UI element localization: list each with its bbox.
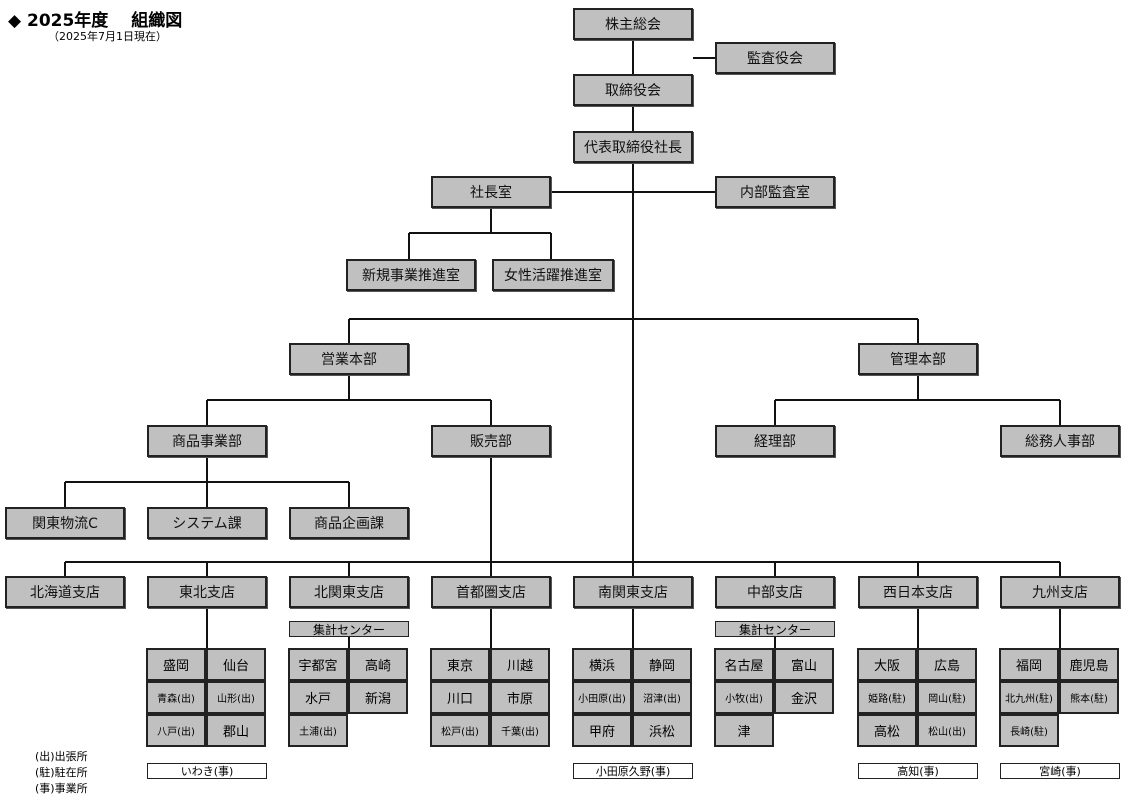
sales-office: 東京: [430, 648, 490, 681]
business-site-note: 高知(事): [858, 763, 978, 779]
logistics-center: 関東物流C: [5, 507, 125, 539]
shareholders-meeting: 株主総会: [573, 8, 693, 40]
new-business-office: 新規事業推進室: [346, 259, 476, 291]
sales-office: 津: [714, 714, 774, 747]
sales-office: 長崎(駐): [999, 714, 1059, 747]
branch-office: 西日本支店: [858, 576, 978, 608]
internal-audit: 内部監査室: [715, 176, 835, 208]
president: 代表取締役社長: [573, 131, 693, 163]
page-title: ◆ 2025年度 組織図: [8, 11, 183, 31]
sales-office: 大阪: [857, 648, 917, 681]
sales-office: 沼津(出): [632, 681, 692, 714]
sales-office: 小牧(出): [714, 681, 774, 714]
sales-office: 静岡: [632, 648, 692, 681]
sales-office: 鹿児島: [1059, 648, 1119, 681]
sales-office: 名古屋: [714, 648, 774, 681]
president-office: 社長室: [431, 176, 551, 208]
sales-office: 盛岡: [146, 648, 206, 681]
hr-division: 総務人事部: [1000, 425, 1120, 457]
tally-center: 集計センター: [715, 621, 835, 637]
sales-office: 市原: [490, 681, 550, 714]
branch-office: 東北支店: [147, 576, 267, 608]
sales-office: 甲府: [572, 714, 632, 747]
sales-office: 北九州(駐): [999, 681, 1059, 714]
audit-board: 監査役会: [715, 42, 835, 74]
sales-office: 姫路(駐): [857, 681, 917, 714]
sales-office: 高崎: [348, 648, 408, 681]
sales-office: 富山: [774, 648, 834, 681]
planning-section: 商品企画課: [289, 507, 409, 539]
branch-office: 北海道支店: [5, 576, 125, 608]
sales-office: 金沢: [774, 681, 834, 714]
sales-office: 土浦(出): [288, 714, 348, 747]
sales-office: 郡山: [206, 714, 266, 747]
as-of-date: （2025年7月1日現在）: [48, 30, 167, 43]
sales-office: 山形(出): [206, 681, 266, 714]
sales-office: 青森(出): [146, 681, 206, 714]
sales-office: 広島: [917, 648, 977, 681]
sales-office: 浜松: [632, 714, 692, 747]
tally-center: 集計センター: [289, 621, 409, 637]
admin-hq: 管理本部: [858, 343, 978, 375]
accounting-division: 経理部: [715, 425, 835, 457]
sales-office: 川越: [490, 648, 550, 681]
sales-office: 熊本(駐): [1059, 681, 1119, 714]
sales-office: 岡山(駐): [917, 681, 977, 714]
branch-office: 九州支店: [1000, 576, 1120, 608]
legend-item: (駐)駐在所: [35, 766, 88, 779]
business-site-note: いわき(事): [147, 763, 267, 779]
sales-office: 松山(出): [917, 714, 977, 747]
sales-office: 高松: [857, 714, 917, 747]
sales-hq: 営業本部: [289, 343, 409, 375]
sales-office: 千葉(出): [490, 714, 550, 747]
sales-office: 宇都宮: [288, 648, 348, 681]
branch-office: 中部支店: [715, 576, 835, 608]
business-site-note: 宮崎(事): [1000, 763, 1120, 779]
sales-division: 販売部: [431, 425, 551, 457]
women-promotion-office: 女性活躍推進室: [492, 259, 614, 291]
legend-item: (出)出張所: [35, 750, 88, 763]
sales-office: 福岡: [999, 648, 1059, 681]
sales-office: 小田原(出): [572, 681, 632, 714]
branch-office: 首都圏支店: [431, 576, 551, 608]
product-division: 商品事業部: [147, 425, 267, 457]
sales-office: 横浜: [572, 648, 632, 681]
sales-office: 松戸(出): [430, 714, 490, 747]
business-site-note: 小田原久野(事): [573, 763, 693, 779]
system-section: システム課: [147, 507, 267, 539]
board-of-directors: 取締役会: [573, 74, 693, 106]
branch-office: 南関東支店: [573, 576, 693, 608]
sales-office: 仙台: [206, 648, 266, 681]
sales-office: 八戸(出): [146, 714, 206, 747]
branch-office: 北関東支店: [289, 576, 409, 608]
legend-item: (事)事業所: [35, 782, 88, 795]
sales-office: 新潟: [348, 681, 408, 714]
sales-office: 水戸: [288, 681, 348, 714]
sales-office: 川口: [430, 681, 490, 714]
